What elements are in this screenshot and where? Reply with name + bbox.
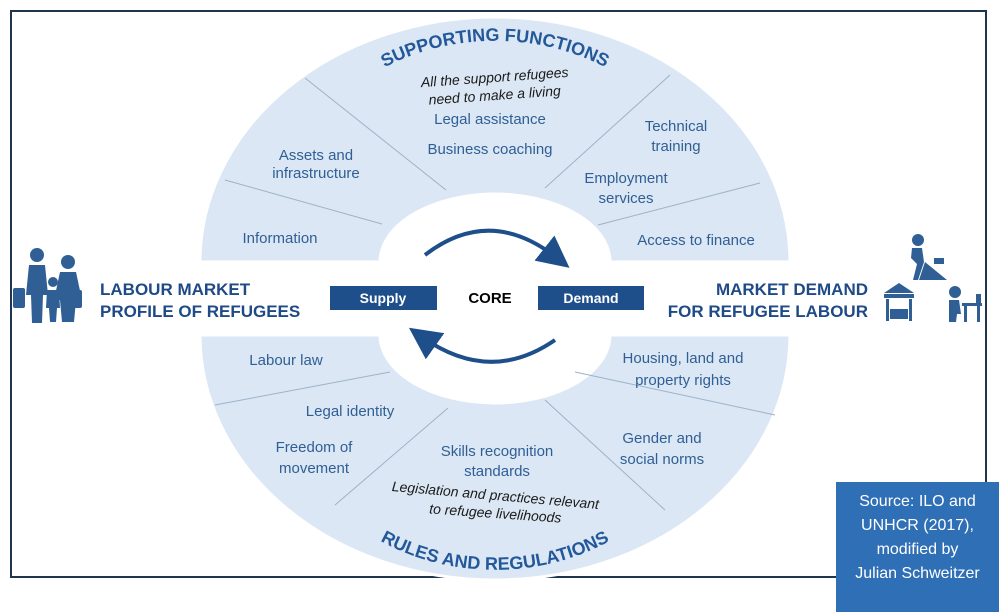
employment-services-label-1: Employment [584,170,668,187]
divider-line [214,371,391,406]
labour-law-label: Labour law [249,352,323,369]
business-coaching-label: Business coaching [427,141,552,158]
source-line-2: UNHCR (2017), [861,517,974,534]
clockwise-arrow-bottom-icon [408,327,557,364]
construction-worker-icon [911,234,947,280]
freedom-of-movement-label-2: movement [279,460,350,477]
legal-identity-label: Legal identity [306,403,395,420]
office-worker-icon [949,286,982,322]
gender-norms-label-2: social norms [620,451,704,468]
source-line-1: Source: ILO and [859,493,976,510]
labour-market-label-2: PROFILE OF REFUGEES [100,302,300,321]
clockwise-arrow-top-icon [423,228,570,268]
supply-label: Supply [360,290,407,306]
divider-line [334,407,449,506]
market-demand-label-2: FOR REFUGEE LABOUR [668,302,868,321]
supply-box [330,286,437,310]
refugee-family-icon [13,248,82,323]
access-to-finance-label: Access to finance [637,232,755,249]
housing-land-label-1: Housing, land and [623,350,744,367]
source-caption: Source: ILO and UNHCR (2017), modified b… [836,482,999,612]
information-label: Information [242,230,317,247]
freedom-of-movement-label-1: Freedom of [276,439,354,456]
skills-recognition-label-2: standards [464,463,530,480]
divider-line [597,182,761,226]
employment-services-label-2: services [598,190,653,207]
labour-market-label-1: LABOUR MARKET [100,280,251,299]
divider-line [544,74,671,189]
market-demand-label-1: MARKET DEMAND [716,280,868,299]
skills-recognition-label-1: Skills recognition [441,443,554,460]
housing-land-label-2: property rights [635,372,731,389]
legal-assistance-label: Legal assistance [434,111,546,128]
rules-regulations-band [198,333,792,582]
assets-label-1: Assets and [279,147,353,164]
supporting-functions-band [198,15,792,264]
assets-label-2: infrastructure [272,165,360,182]
technical-training-label-2: training [651,138,700,155]
divider-line [224,179,383,225]
source-line-3: modified by [876,541,959,558]
market-stall-icon [884,283,914,321]
source-line-4: Julian Schweitzer [855,565,980,582]
divider-line [574,371,776,416]
demand-label: Demand [563,290,618,306]
divider-line [544,399,666,511]
technical-training-label-1: Technical [645,118,708,135]
gender-norms-label-1: Gender and [622,430,701,447]
divider-line [304,77,447,191]
demand-box [538,286,644,310]
core-label: CORE [468,290,511,307]
